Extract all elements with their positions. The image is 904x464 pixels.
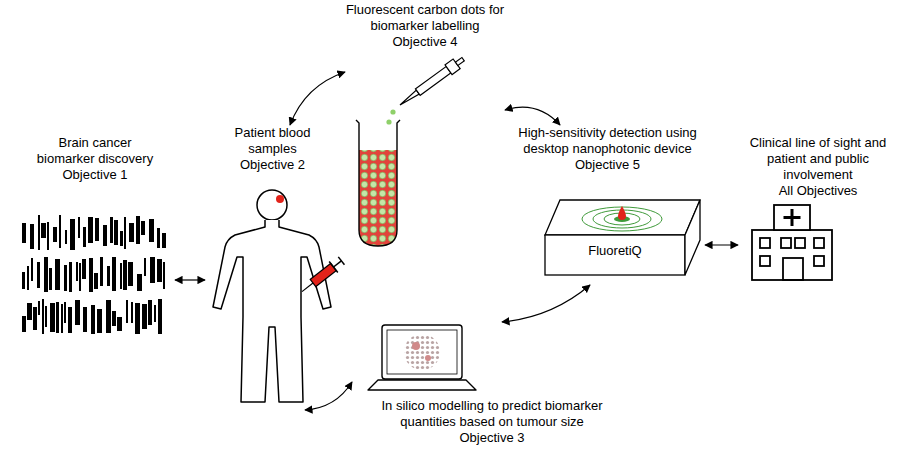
device-label: FluoretiQ (545, 243, 685, 259)
patient-figure (213, 190, 346, 402)
objective-label: Objective 2 (217, 157, 329, 173)
test-tube (356, 120, 400, 246)
carbon-dots: Fluorescent carbon dots for biomarker la… (345, 0, 505, 250)
biomarker-barcode (22, 215, 166, 334)
objective-label: Objective 1 (31, 167, 159, 183)
detection-device: High-sensitivity detection using desktop… (510, 125, 705, 285)
biomarker-discovery: Brain cancer biomarker discoveryObjectiv… (15, 135, 175, 340)
objective-label: Objective 5 (510, 157, 705, 173)
hospital-icon (752, 205, 832, 280)
double-arrow (505, 107, 560, 125)
nanophotonic-device (545, 200, 700, 275)
double-arrow (175, 279, 205, 280)
objective-label: Objective 4 (345, 34, 505, 50)
double-arrow (305, 382, 352, 410)
double-arrow (502, 285, 590, 322)
node-heading: High-sensitivity detection using desktop… (510, 125, 705, 157)
patient-samples: Patient blood samplesObjective 2 (205, 125, 340, 410)
double-arrow (705, 244, 738, 245)
in-silico-model: In silico modelling to predict biomarker… (352, 322, 632, 460)
node-heading: Brain cancer biomarker discovery (31, 135, 159, 167)
objective-label: Objective 3 (352, 430, 632, 446)
objective-label: All Objectives (738, 183, 898, 199)
node-heading: Clinical line of sight and patient and p… (738, 135, 898, 183)
clinical-line: Clinical line of sight and patient and p… (738, 135, 898, 285)
node-heading: Patient blood samples (217, 125, 329, 157)
double-arrow (290, 72, 345, 125)
node-heading: In silico modelling to predict biomarker… (352, 398, 632, 430)
node-heading: Fluorescent carbon dots for biomarker la… (345, 2, 505, 34)
pipette (386, 54, 466, 124)
laptop (368, 325, 476, 390)
